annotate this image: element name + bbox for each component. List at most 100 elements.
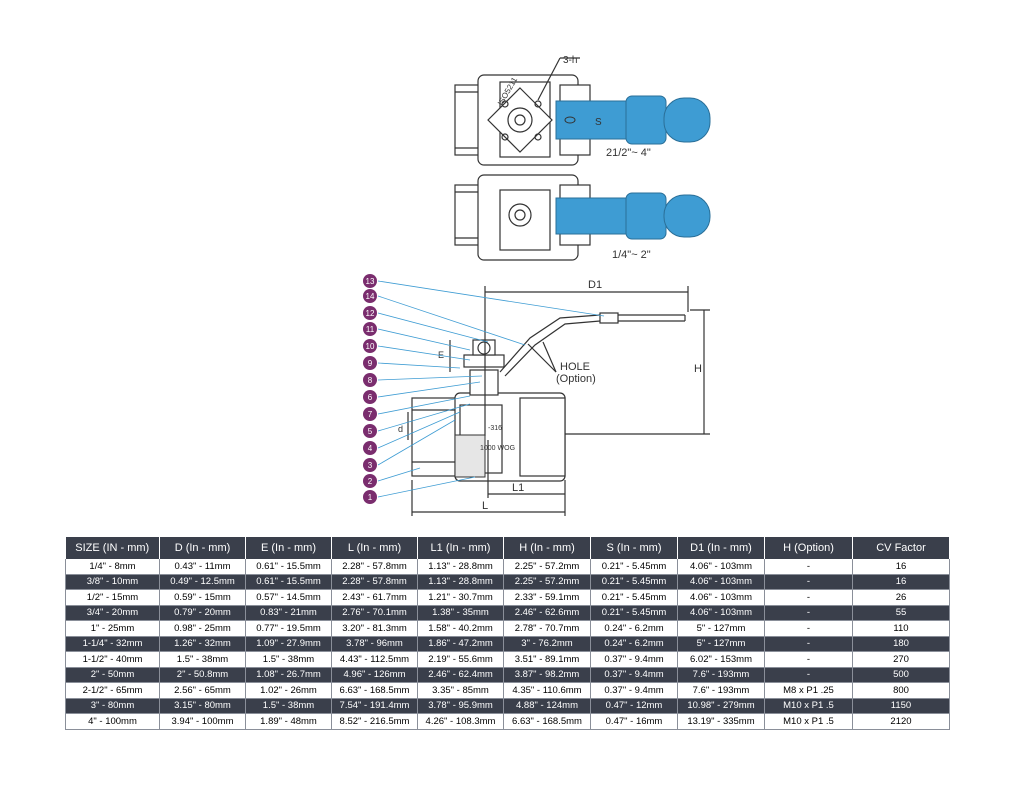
table-cell: 4.06" - 103mm [677, 574, 765, 590]
part-badge-7 [363, 407, 377, 421]
table-cell: 0.61" - 15.5mm [245, 559, 332, 575]
body-insert [454, 434, 486, 478]
table-cell: 2.76" - 70.1mm [331, 605, 418, 621]
part-number-13: 13 [366, 277, 375, 286]
part-number-4: 4 [368, 444, 373, 453]
table-cell: 0.49" - 12.5mm [159, 574, 246, 590]
part-number-2: 2 [368, 477, 373, 486]
handle-large [555, 95, 711, 145]
table-cell: 4.96" - 126mm [331, 667, 418, 683]
column-header: D (In - mm) [159, 537, 246, 559]
table-cell: 0.77" - 19.5mm [245, 620, 332, 637]
dimension-table: SIZE (IN - mm)D (In - mm)E (In - mm)L (I… [65, 537, 950, 730]
table-cell: 1.89" - 48mm [245, 713, 332, 730]
part-number-14: 14 [366, 292, 375, 301]
table-cell: 4.06" - 103mm [677, 605, 765, 621]
table-cell: 2.28" - 57.8mm [331, 559, 418, 575]
top-view-small-label: 1/4"~ 2" [612, 249, 651, 261]
hole-label-line1: HOLE [560, 361, 590, 373]
part-badge-12 [363, 306, 377, 320]
table-cell: 1" - 25mm [65, 620, 160, 637]
part-number-6: 6 [368, 393, 373, 402]
table-cell: 0.83" - 21mm [245, 605, 332, 621]
table-cell: 0.47" - 12mm [590, 698, 678, 714]
table-cell: 2.28" - 57.8mm [331, 574, 418, 590]
table-cell: 1.58" - 40.2mm [417, 620, 504, 637]
l1-label: L1 [512, 482, 524, 494]
table-cell: 0.37" - 9.4mm [590, 682, 678, 699]
table-cell: 1150 [852, 698, 950, 714]
part-number-7: 7 [368, 410, 373, 419]
body-mark-wog: 1000 WOG [480, 445, 515, 452]
table-cell: 16 [852, 574, 950, 590]
table-cell: - [764, 636, 853, 652]
s-label: S [595, 117, 602, 128]
column-header: D1 (In - mm) [677, 537, 765, 559]
table-cell: - [764, 559, 853, 575]
table-cell: 3.20" - 81.3mm [331, 620, 418, 637]
part-badge-10 [363, 339, 377, 353]
table-cell: 3.15" - 80mm [159, 698, 246, 714]
hole-size-label: 3-h [563, 55, 577, 66]
table-cell: 500 [852, 667, 950, 683]
table-cell: 2.25" - 57.2mm [503, 559, 591, 575]
table-cell: 1.86" - 47.2mm [417, 636, 504, 652]
part-badge-1 [363, 490, 377, 504]
part-badge-11 [363, 322, 377, 336]
table-cell: 5" - 127mm [677, 636, 765, 652]
table-cell: 4.06" - 103mm [677, 589, 765, 606]
column-header: H (Option) [764, 537, 853, 559]
table-cell: 3.87" - 98.2mm [503, 667, 591, 683]
table-cell: 55 [852, 605, 950, 621]
table-cell: 2.46" - 62.4mm [417, 667, 504, 683]
valve-technical-drawing: 3-h S ISO5211 21/2"~ 4" 1/4"~ 2" [363, 55, 711, 516]
column-header: L (In - mm) [331, 537, 418, 559]
table-cell: 0.61" - 15.5mm [245, 574, 332, 590]
table-cell: - [764, 620, 853, 637]
table-cell: 4.43" - 112.5mm [331, 651, 418, 668]
table-cell: 3/4" - 20mm [65, 605, 160, 621]
table-cell: 0.24" - 6.2mm [590, 620, 678, 637]
part-number-1: 1 [368, 493, 373, 502]
table-cell: 0.43" - 11mm [159, 559, 246, 575]
table-cell: 110 [852, 620, 950, 637]
table-cell: 3.78" - 96mm [331, 636, 418, 652]
table-cell: 180 [852, 636, 950, 652]
table-cell: M8 x P1 .25 [764, 682, 853, 699]
table-cell: 2" - 50mm [65, 667, 160, 683]
table-cell: 0.24" - 6.2mm [590, 636, 678, 652]
part-number-9: 9 [368, 359, 373, 368]
top-view-large [454, 57, 591, 166]
column-header: CV Factor [852, 537, 950, 559]
table-cell: 1-1/4" - 32mm [65, 636, 160, 652]
table-cell: 16 [852, 559, 950, 575]
table-cell: 10.98" - 279mm [677, 698, 765, 714]
table-cell: 7.6" - 193mm [677, 682, 765, 699]
table-cell: 6.63" - 168.5mm [331, 682, 418, 699]
part-badge-8 [363, 373, 377, 387]
table-cell: 4" - 100mm [65, 713, 160, 730]
table-cell: 3.78" - 95.9mm [417, 698, 504, 714]
table-cell: 4.06" - 103mm [677, 559, 765, 575]
table-cell: 0.98" - 25mm [159, 620, 246, 637]
table-cell: 2120 [852, 713, 950, 730]
table-cell: 0.21" - 5.45mm [590, 605, 678, 621]
table-header-row: SIZE (IN - mm)D (In - mm)E (In - mm)L (I… [65, 537, 950, 559]
table-cell: 2.46" - 62.6mm [503, 605, 591, 621]
top-view-large-label: 21/2"~ 4" [606, 147, 651, 159]
table-cell: 0.47" - 16mm [590, 713, 678, 730]
l-label: L [482, 500, 488, 512]
part-number-11: 11 [366, 325, 375, 334]
table-cell: 1.13" - 28.8mm [417, 574, 504, 590]
table-cell: 2.43" - 61.7mm [331, 589, 418, 606]
table-cell: 6.02" - 153mm [677, 651, 765, 668]
table-cell: 1.38" - 35mm [417, 605, 504, 621]
part-badge-3 [363, 458, 377, 472]
table-cell: 4.35" - 110.6mm [503, 682, 591, 699]
